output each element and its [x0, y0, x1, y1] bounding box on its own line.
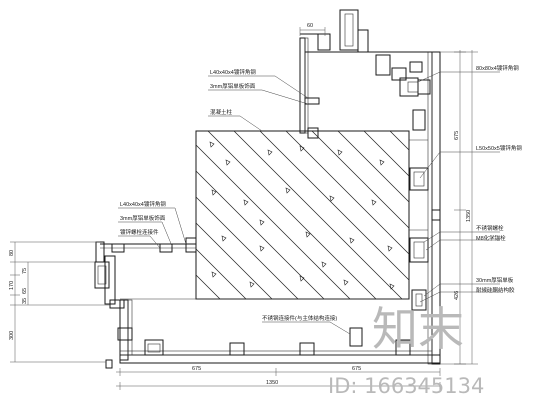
right-cladding	[375, 51, 441, 365]
annotation-bottom-note: 不锈钢连接件(与主体结构连接)	[262, 314, 337, 322]
hatch-line	[196, 222, 273, 299]
annotation-plate-left: 3mm厚铝单板饰面	[120, 214, 166, 222]
annotation-bolt-left: 镀锌螺栓连接件	[120, 228, 159, 236]
dim-top-60: 60	[307, 23, 313, 29]
annotation-l50-right: L50x50x5镀锌角钢	[476, 144, 522, 152]
annotation-l40-left: L40x40x4镀锌角钢	[120, 200, 166, 208]
aggregate-mark	[259, 245, 265, 252]
annotation-embed-right: 不锈钢螺栓	[476, 224, 504, 232]
aggregate-mark	[209, 141, 215, 148]
right-brackets	[409, 109, 441, 311]
hatch-line	[207, 131, 377, 299]
aggregate-mark	[225, 159, 231, 166]
hatch-line	[233, 131, 403, 299]
annotation-plate-right: 30mm厚铝单板	[476, 276, 514, 284]
dim-left-170: 170	[9, 281, 15, 290]
dim-right-426: 426	[454, 291, 460, 300]
annotation-plate-top: 3mm厚铝单板饰面	[210, 82, 256, 90]
hatch-line	[196, 170, 325, 299]
hatch-line	[196, 196, 299, 299]
annotation-seal-right: 耐候硅酮结构胶	[476, 286, 515, 294]
annotation-texts: L40x40x4镀锌角钢 3mm厚铝单板饰面 混凝土柱 L40x40x4镀锌角钢…	[120, 64, 522, 322]
watermark: 知末 ID: 166345134	[328, 302, 484, 398]
bottom-dimension-chain: 675 675 1350	[116, 366, 441, 390]
aggregate-mark	[387, 245, 393, 252]
hatch-line	[26, 131, 194, 299]
dim-left-65: 65	[22, 288, 28, 294]
hatch-line	[285, 131, 409, 255]
dim-bottom-1350: 1350	[266, 380, 278, 386]
hatch-line	[363, 131, 409, 177]
hatch-line	[196, 274, 221, 299]
dim-bottom-675a: 675	[192, 366, 201, 372]
hatch-line	[311, 131, 409, 229]
aggregate-mark	[211, 271, 217, 278]
dim-bottom-675b: 675	[352, 366, 361, 372]
watermark-logo-text: 知末	[372, 302, 464, 356]
aggregate-mark	[267, 149, 273, 156]
aggregate-mark	[321, 261, 327, 268]
aggregate-mark	[249, 281, 255, 288]
concrete-hatch	[26, 131, 560, 299]
hatch-line	[259, 131, 409, 281]
dim-left-35: 35	[22, 298, 28, 304]
annotation-l40-top: L40x40x4镀锌角钢	[210, 68, 256, 76]
dim-right-1350: 1350	[466, 210, 472, 222]
hatch-line	[196, 248, 247, 299]
aggregate-mark	[305, 231, 311, 238]
aggregate-mark	[349, 237, 355, 244]
dim-right-675: 675	[454, 131, 460, 140]
annotation-angle-right: 80x80x4镀锌角钢	[476, 64, 519, 72]
leader-lines	[118, 71, 500, 335]
dim-left-300: 300	[9, 331, 15, 340]
annotation-concrete: 混凝土柱	[210, 108, 233, 116]
aggregate-mark	[389, 283, 395, 290]
top-dimension: 60	[299, 23, 326, 36]
aggregate-mark	[371, 199, 377, 206]
hatch-line	[337, 131, 409, 203]
hatch-line	[389, 131, 409, 151]
aggregate-mark	[299, 275, 305, 282]
watermark-id-text: ID: 166345134	[328, 374, 484, 398]
left-cladding	[94, 237, 197, 369]
top-cladding	[299, 9, 380, 139]
hatch-line	[416, 131, 560, 299]
right-dimension-chain: 675 426 1350	[440, 50, 478, 365]
aggregate-mark	[285, 187, 291, 194]
annotation-anchor-right: M8化学锚栓	[476, 234, 506, 242]
aggregate-mark	[337, 149, 343, 156]
aggregate-mark	[329, 195, 335, 202]
aggregate-mark	[299, 145, 305, 152]
dim-left-75: 75	[22, 268, 28, 274]
dim-left-80: 80	[9, 250, 15, 256]
hatch-line	[196, 144, 351, 299]
aggregate-marks	[209, 141, 395, 290]
aggregate-mark	[211, 189, 217, 196]
left-dimension-chain: 80 170 300 75 65 35	[9, 241, 110, 363]
aggregate-mark	[259, 219, 265, 226]
aggregate-mark	[343, 279, 349, 286]
aggregate-mark	[243, 199, 249, 206]
aggregate-mark	[379, 159, 385, 166]
aggregate-mark	[221, 235, 227, 242]
